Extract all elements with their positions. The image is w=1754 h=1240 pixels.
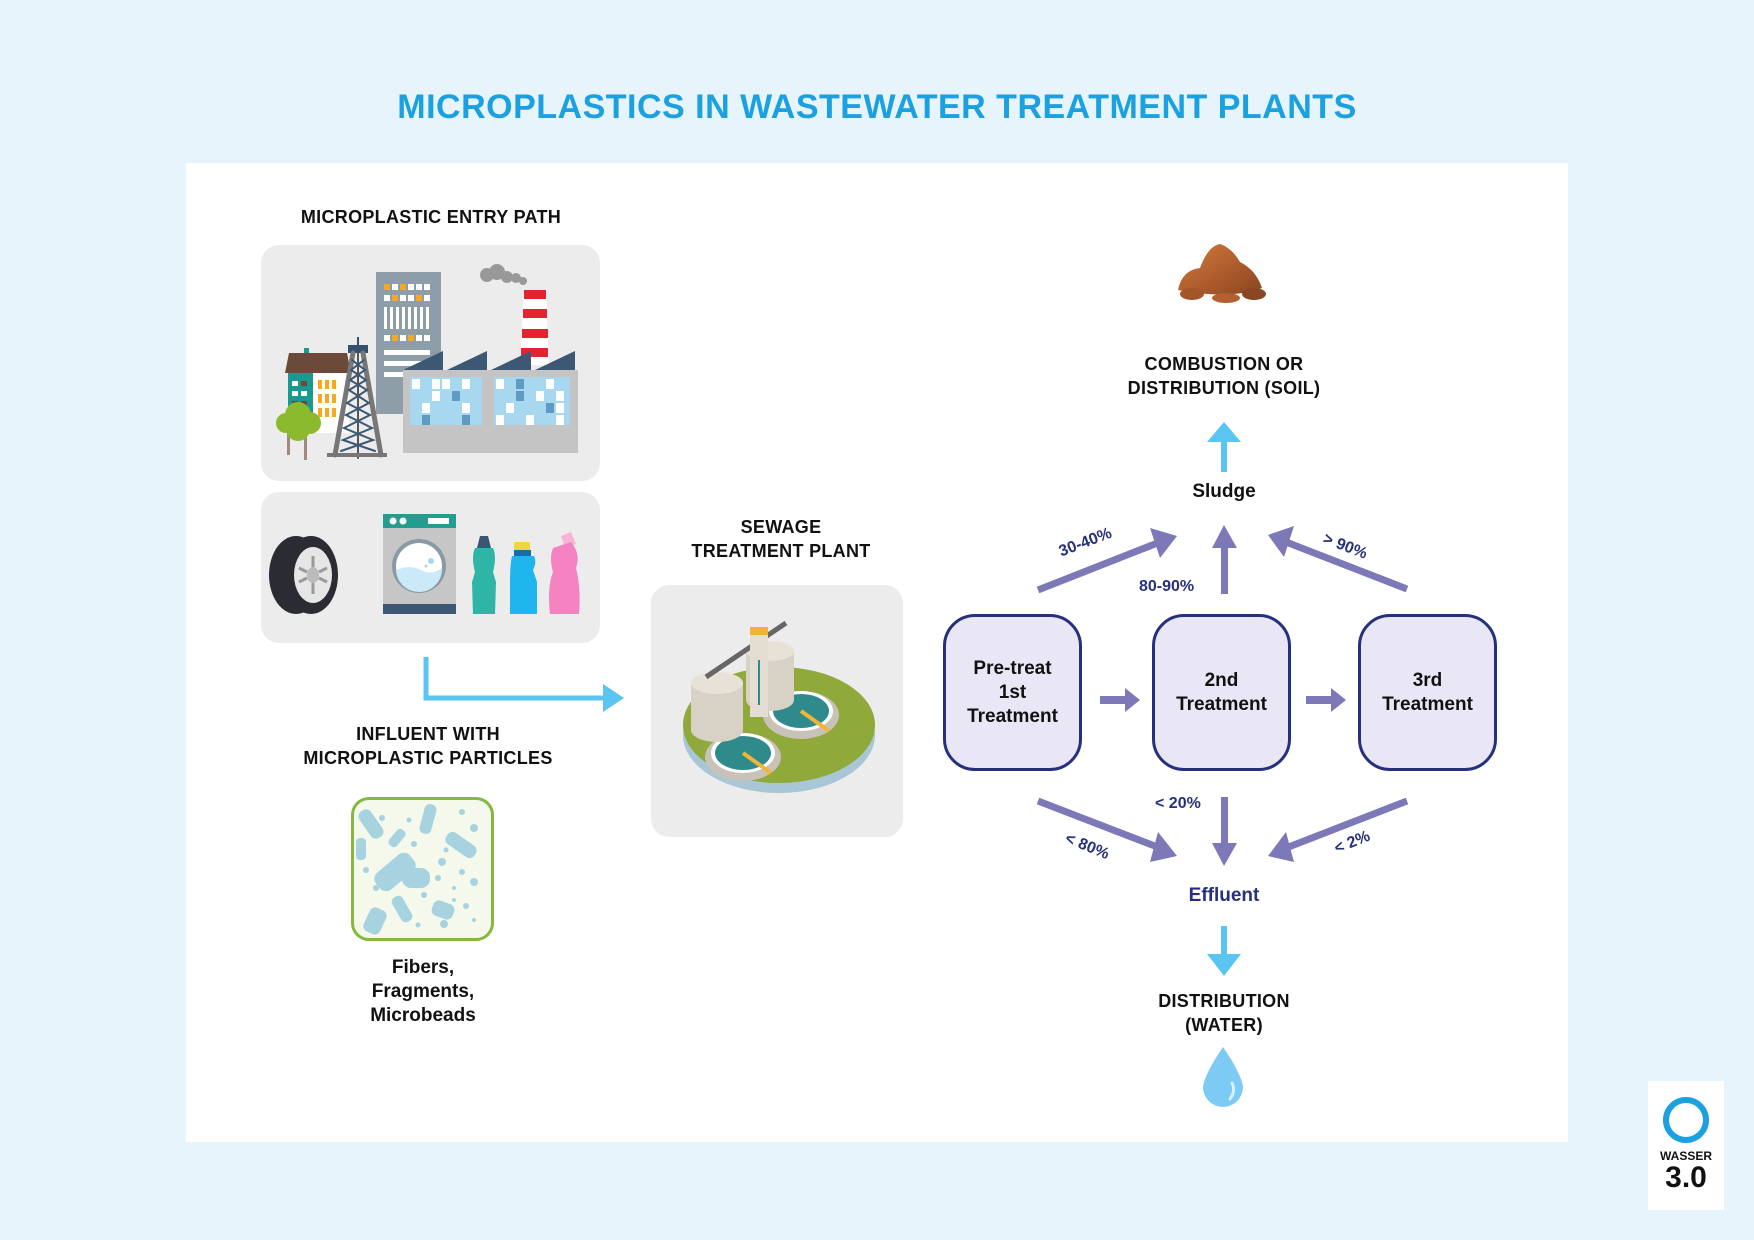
sludge-share-second: 80-90%	[1139, 578, 1195, 595]
effluent-destination-line2: (WATER)	[1185, 1015, 1263, 1035]
sewage-plant-icon	[683, 620, 875, 793]
treatment-3-line1: 3rd	[1412, 669, 1443, 691]
effluent-down-arrow	[1207, 926, 1241, 976]
washing-machine-icon	[383, 514, 456, 614]
tree-icon	[276, 402, 321, 460]
treatment-2-line1: 2nd	[1204, 669, 1239, 691]
sludge-destination-line2: DISTRIBUTION (SOIL)	[1127, 378, 1321, 398]
treatment-1-line3: Treatment	[967, 705, 1058, 727]
sludge-up-arrow	[1207, 422, 1241, 472]
plant-heading-line2: TREATMENT PLANT	[691, 541, 871, 561]
wasser-ring-icon	[1663, 1097, 1709, 1143]
treatment-2-line2: Treatment	[1176, 693, 1267, 715]
influent-heading-line2: MICROPLASTIC PARTICLES	[303, 748, 553, 768]
household-sources-illustration	[269, 514, 580, 614]
sludge-label: Sludge	[1192, 481, 1256, 502]
treatment-box-2nd[interactable]: 2nd Treatment	[1152, 614, 1291, 771]
type-microbeads: Microbeads	[370, 1005, 476, 1026]
influent-flow-arrow	[423, 657, 624, 712]
household-sources-box	[261, 492, 600, 643]
arrow-1st-to-sludge	[1036, 528, 1177, 594]
microplastic-particles-icon	[351, 797, 494, 941]
industrial-sources-box	[261, 245, 600, 481]
sludge-destination-line1: COMBUSTION OR	[1144, 354, 1304, 374]
treatment-3-line2: Treatment	[1382, 693, 1473, 715]
industrial-sources-illustration	[276, 264, 578, 460]
effluent-label: Effluent	[1188, 885, 1260, 906]
water-drop-icon	[1203, 1047, 1243, 1107]
page-title: MICROPLASTICS IN WASTEWATER TREATMENT PL…	[397, 88, 1357, 126]
sewage-plant-box	[651, 585, 903, 837]
cleaner-bottle-icon	[510, 542, 537, 614]
treatment-1-line2: 1st	[998, 681, 1027, 703]
plant-heading-line1: SEWAGE	[740, 517, 822, 537]
microplastic-types: Fibers, Fragments, Microbeads	[303, 956, 543, 1028]
arrow-2nd-to-sludge	[1212, 525, 1237, 594]
type-fibers: Fibers,	[391, 957, 455, 978]
treatment-box-3rd[interactable]: 3rd Treatment	[1358, 614, 1497, 771]
entry-path-heading: MICROPLASTIC ENTRY PATH	[300, 207, 562, 227]
treatment-box-1st[interactable]: Pre-treat 1st Treatment	[943, 614, 1082, 771]
effluent-destination: DISTRIBUTION (WATER)	[1124, 989, 1324, 1037]
sludge-destination: COMBUSTION OR DISTRIBUTION (SOIL)	[1094, 352, 1354, 400]
arrow-3rd-to-sludge	[1268, 526, 1409, 593]
arrow-1st-to-2nd	[1100, 688, 1140, 712]
tire-icon	[269, 536, 338, 614]
factory-icon	[403, 351, 578, 453]
logo-text-line2: 3.0	[1665, 1161, 1707, 1194]
influent-heading-line1: INFLUENT WITH	[356, 724, 500, 744]
arrow-1st-to-effluent	[1036, 797, 1177, 862]
effluent-share-second: < 20%	[1155, 795, 1201, 812]
type-fragments: Fragments,	[371, 981, 475, 1002]
arrow-2nd-to-3rd	[1306, 688, 1346, 712]
chimney-smoke-icon	[480, 264, 549, 365]
effluent-destination-line1: DISTRIBUTION	[1158, 991, 1290, 1011]
plant-heading: SEWAGE TREATMENT PLANT	[651, 515, 911, 563]
wasser-logo: WASSER 3.0	[1648, 1081, 1724, 1210]
detergent-bottle-icon	[472, 536, 496, 614]
treatment-1-line1: Pre-treat	[973, 657, 1052, 679]
logo-text-line1: WASSER	[1659, 1149, 1712, 1163]
sludge-pile-icon	[1178, 244, 1266, 303]
pink-bottle-icon	[549, 532, 580, 614]
arrow-2nd-to-effluent	[1212, 797, 1237, 866]
influent-heading: INFLUENT WITH MICROPLASTIC PARTICLES	[278, 722, 578, 770]
oil-derrick-icon	[327, 337, 387, 459]
arrow-3rd-to-effluent	[1268, 797, 1409, 862]
